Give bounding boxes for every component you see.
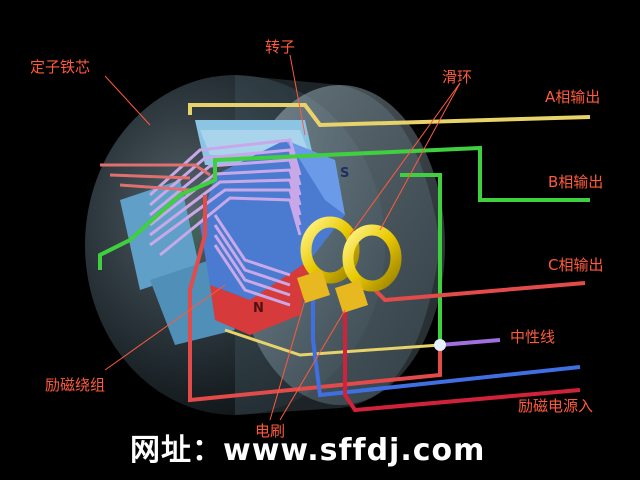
leader-lines	[104, 54, 461, 421]
label-stator-core: 定子铁芯	[30, 58, 91, 76]
label-excitation-source: 励磁电源入	[518, 397, 594, 415]
label-slip-ring: 滑环	[442, 68, 473, 86]
neutral-wire	[439, 338, 501, 347]
label-phase-c: C相输出	[548, 256, 604, 274]
neutral-junction	[434, 339, 446, 351]
slip-rings	[300, 216, 402, 292]
label-phase-a: A相输出	[545, 88, 601, 106]
website-footer: 网址：www.sffdj.com	[130, 433, 486, 468]
label-field-winding: 励磁绕组	[45, 376, 106, 394]
phase-a-wire	[188, 103, 591, 128]
label-neutral: 中性线	[510, 328, 556, 346]
label-phase-b: B相输出	[548, 173, 604, 191]
phase-c-wire	[188, 195, 442, 403]
excitation-wire-blue	[311, 300, 581, 398]
stator-winding-red	[100, 163, 211, 192]
excitation-wire-red	[343, 310, 581, 413]
phase-b-wire-2	[400, 173, 442, 345]
label-rotor: 转子	[265, 38, 296, 56]
phase-b-wire	[98, 145, 590, 270]
brushes	[297, 270, 368, 313]
label-brush: 电刷	[255, 422, 286, 440]
pole-n-label: N	[253, 301, 264, 316]
pole-s-label: S	[340, 166, 349, 181]
neutral-join-wire	[224, 328, 441, 357]
